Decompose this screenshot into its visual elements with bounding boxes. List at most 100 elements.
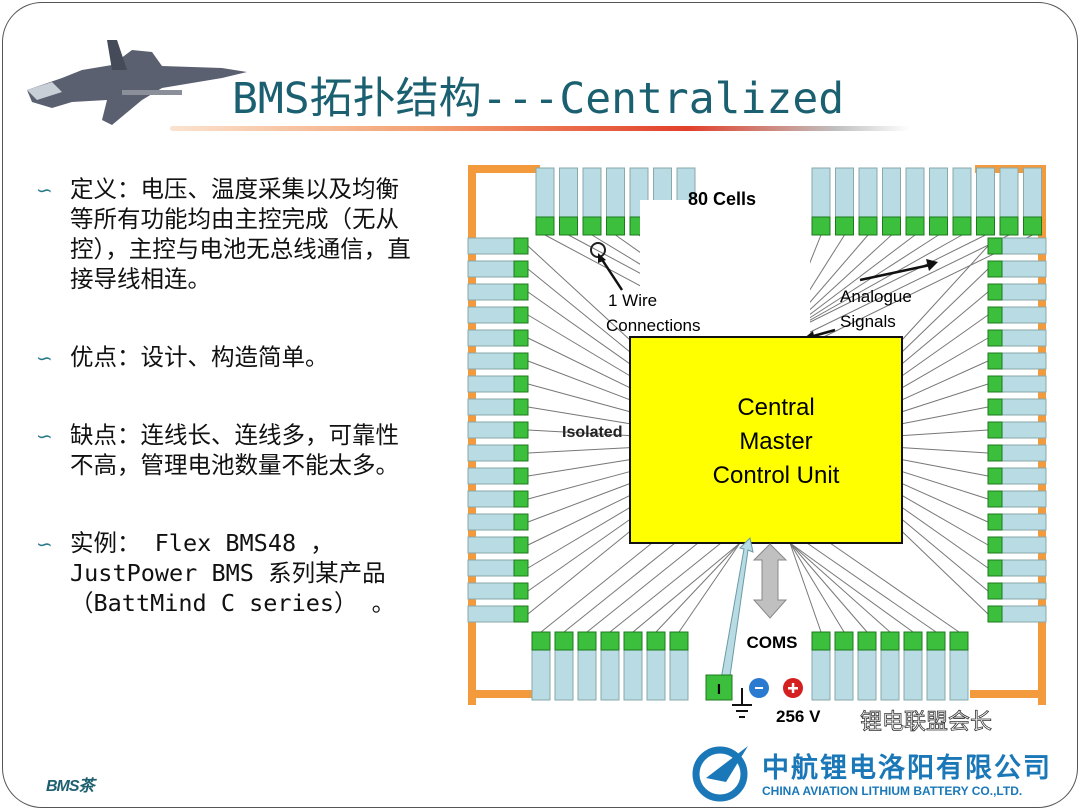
cell-pad [513, 398, 529, 416]
cell-pad [577, 631, 597, 651]
slide-title: BMS拓扑结构---Centralized [232, 74, 845, 124]
wire-label-line1: 1 Wire [608, 291, 657, 310]
cell-pad [513, 559, 529, 577]
cell-pad [623, 631, 643, 651]
watermark-text: 锂电联盟会长 [860, 710, 993, 736]
cell-pad [987, 421, 1003, 439]
cell-pad [559, 216, 578, 236]
sense-wire [632, 542, 741, 633]
cell-pad [513, 306, 529, 324]
avic-logo-text: AVIC [711, 783, 729, 792]
cell-pad [535, 216, 555, 236]
cell-pad [1023, 216, 1042, 236]
cell-pad [987, 513, 1003, 531]
cell-pad [834, 631, 854, 651]
cell-pad [513, 582, 529, 600]
cell-pad [880, 631, 900, 651]
cell-pad [987, 306, 1003, 324]
cell-pad [952, 216, 972, 236]
fighter-jet-image [27, 40, 247, 125]
cell-pad [513, 444, 529, 462]
current-sensor-label: I [717, 681, 721, 698]
cell-pad [531, 631, 551, 651]
sense-wire [527, 406, 631, 425]
cell-pad [857, 631, 877, 651]
cell-pad [926, 631, 946, 651]
bullet-icon: ∽ [36, 178, 53, 202]
coms-label: COMS [747, 633, 798, 652]
sense-wire [901, 245, 989, 341]
arrow-head [598, 253, 606, 263]
cell-pad [987, 375, 1003, 393]
cell-pad [987, 467, 1003, 485]
sense-wire [527, 291, 631, 365]
cmu-label-line2: Master [739, 428, 812, 455]
sense-wire [901, 406, 989, 425]
bus-bar-top-left [470, 165, 540, 173]
bullet-text: 实例： Flex BMS48 ，JustPower BMS 系列某产品（Batt… [70, 529, 396, 617]
cell-pad [976, 216, 995, 236]
cell-pad [513, 260, 529, 278]
sense-wire [901, 268, 989, 353]
sense-wire [527, 268, 631, 353]
bullet-text: 缺点：连线长、连线多，可靠性不高，管理电池数量不能太多。 [70, 421, 399, 479]
sense-wire [829, 542, 960, 633]
sense-wire [563, 542, 676, 633]
cell-pad [903, 631, 923, 651]
sense-wire [655, 542, 741, 633]
sense-wire [779, 234, 986, 338]
cells-count-label: 80 Cells [688, 189, 756, 209]
cell-pad [513, 513, 529, 531]
sense-wire [527, 530, 631, 615]
sense-wire [789, 542, 914, 633]
cell-pad [835, 216, 854, 236]
bullet-text: 定义：电压、温度采集以及均衡等所有功能均由主控完成（无从控），主控与电池无总线通… [70, 175, 411, 293]
sense-wire [806, 542, 937, 633]
sense-wire [789, 542, 822, 633]
sense-wire [901, 360, 989, 401]
cell-pad [513, 490, 529, 508]
cell-pad [669, 631, 689, 651]
cell-pad [858, 216, 878, 236]
sense-wire [527, 495, 631, 546]
cell-pad [811, 216, 831, 236]
cell-pad [929, 216, 948, 236]
cmu-label-line1: Central [737, 394, 814, 421]
sense-wire [678, 542, 741, 633]
cell-pad [606, 216, 625, 236]
sense-wire [527, 483, 631, 523]
sense-wire [901, 507, 989, 569]
bullet-text: 优点：设计、构造简单。 [70, 343, 329, 371]
sense-wire [901, 519, 989, 592]
cell-pad [513, 283, 529, 301]
sense-wire [527, 337, 631, 389]
cell-pad [513, 536, 529, 554]
sense-wire [540, 542, 653, 633]
sense-wire [527, 314, 631, 377]
bullet-disadvantages: ∽缺点：连线长、连线多，可靠性不高，管理电池数量不能太多。 [36, 420, 411, 480]
sense-wire [527, 471, 631, 500]
sense-wire [901, 530, 989, 615]
cell-pad [513, 237, 529, 255]
analogue-label-line1: Analogue [840, 287, 912, 306]
cell-pad [811, 631, 831, 651]
cell-pad [987, 536, 1003, 554]
cell-pad [513, 375, 529, 393]
sense-wire [901, 429, 989, 437]
sense-wire [789, 542, 845, 633]
wire-pointer-arrow [599, 257, 624, 291]
arrow-head [926, 259, 938, 271]
cell-pad [905, 216, 925, 236]
company-name-cn: 中航锂电洛阳有限公司 [762, 753, 1052, 784]
cell-pad [999, 216, 1019, 236]
label-background [640, 200, 810, 340]
cell-pad [513, 467, 529, 485]
bullet-examples: ∽ 实例： Flex BMS48 ，JustPower BMS 系列某产品（Bat… [36, 528, 411, 618]
bullet-definition: ∽ 定义：电压、温度采集以及均衡等所有功能均由主控完成（无从控），主控与电池无总线… [36, 174, 411, 294]
voltage-label: 256 V [776, 707, 821, 725]
cell-pad [949, 631, 969, 651]
bullet-icon: ∽ [36, 532, 53, 556]
cell-pad [513, 421, 529, 439]
cell-pad [600, 631, 620, 651]
signals-arrow [809, 328, 836, 339]
